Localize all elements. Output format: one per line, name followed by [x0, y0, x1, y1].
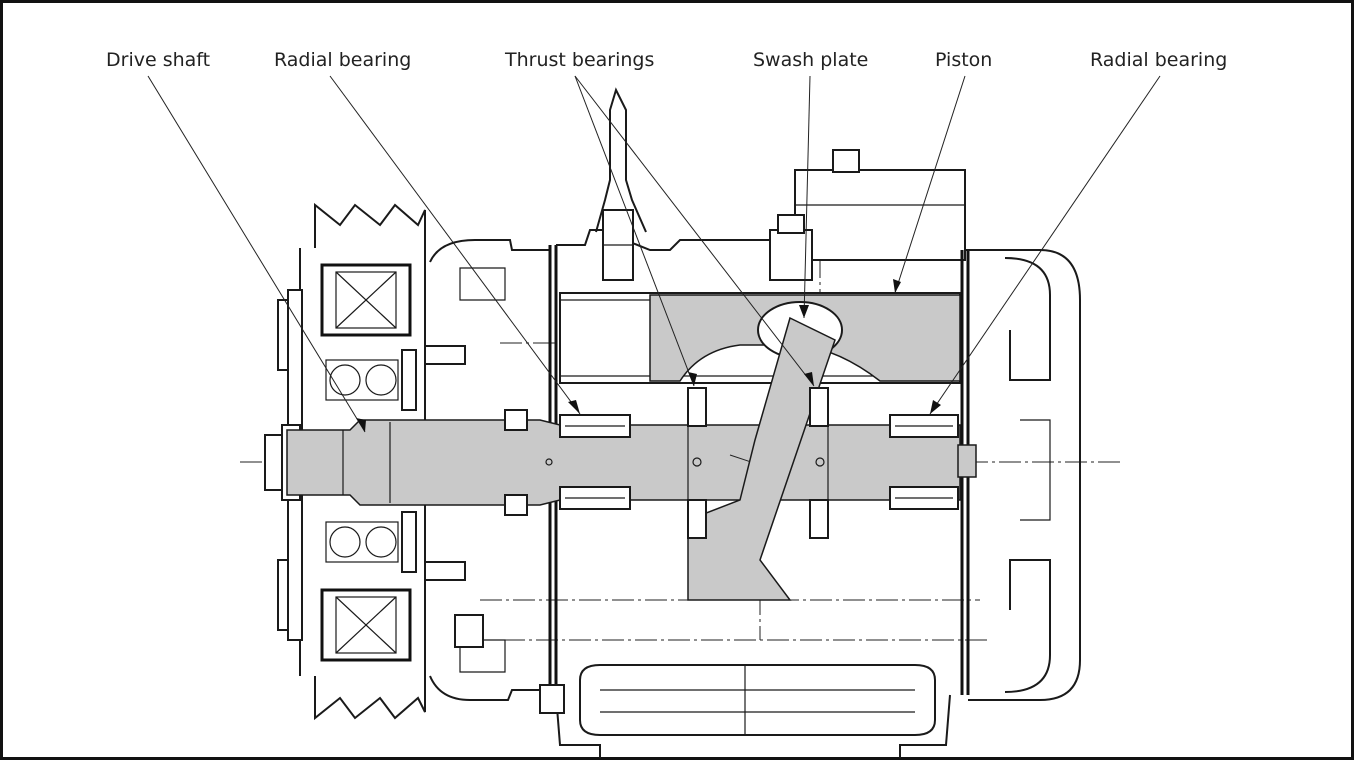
drive-shaft [286, 419, 977, 506]
pulley-ball-bearing [325, 345, 466, 581]
shaft-seal [504, 409, 528, 516]
clutch-coil [320, 263, 412, 662]
thrust-bearing-right [809, 387, 829, 539]
leader-radial-bearing-left [329, 75, 581, 415]
label-radial-bearing-right: Radial bearing [1090, 49, 1227, 71]
leader-piston [894, 75, 966, 294]
radial-bearing-left [559, 414, 631, 510]
leader-drive-shaft [147, 75, 366, 433]
label-swash-plate: Swash plate [753, 49, 868, 71]
label-drive-shaft: Drive shaft [106, 49, 210, 71]
leader-arrowheads [356, 279, 941, 432]
leader-radial-bearing-right [929, 75, 1161, 415]
leader-thrust-left [574, 75, 695, 387]
thrust-bearing-left [687, 387, 707, 539]
label-thrust-bearings: Thrust bearings [504, 49, 654, 71]
leader-thrust-right [574, 75, 815, 387]
label-piston: Piston [935, 49, 992, 71]
label-radial-bearing-left: Radial bearing [274, 49, 411, 71]
radial-bearing-right [889, 414, 959, 510]
leader-swash-plate [803, 75, 811, 319]
leader-lines [147, 75, 1161, 433]
center-lines [240, 190, 1120, 641]
